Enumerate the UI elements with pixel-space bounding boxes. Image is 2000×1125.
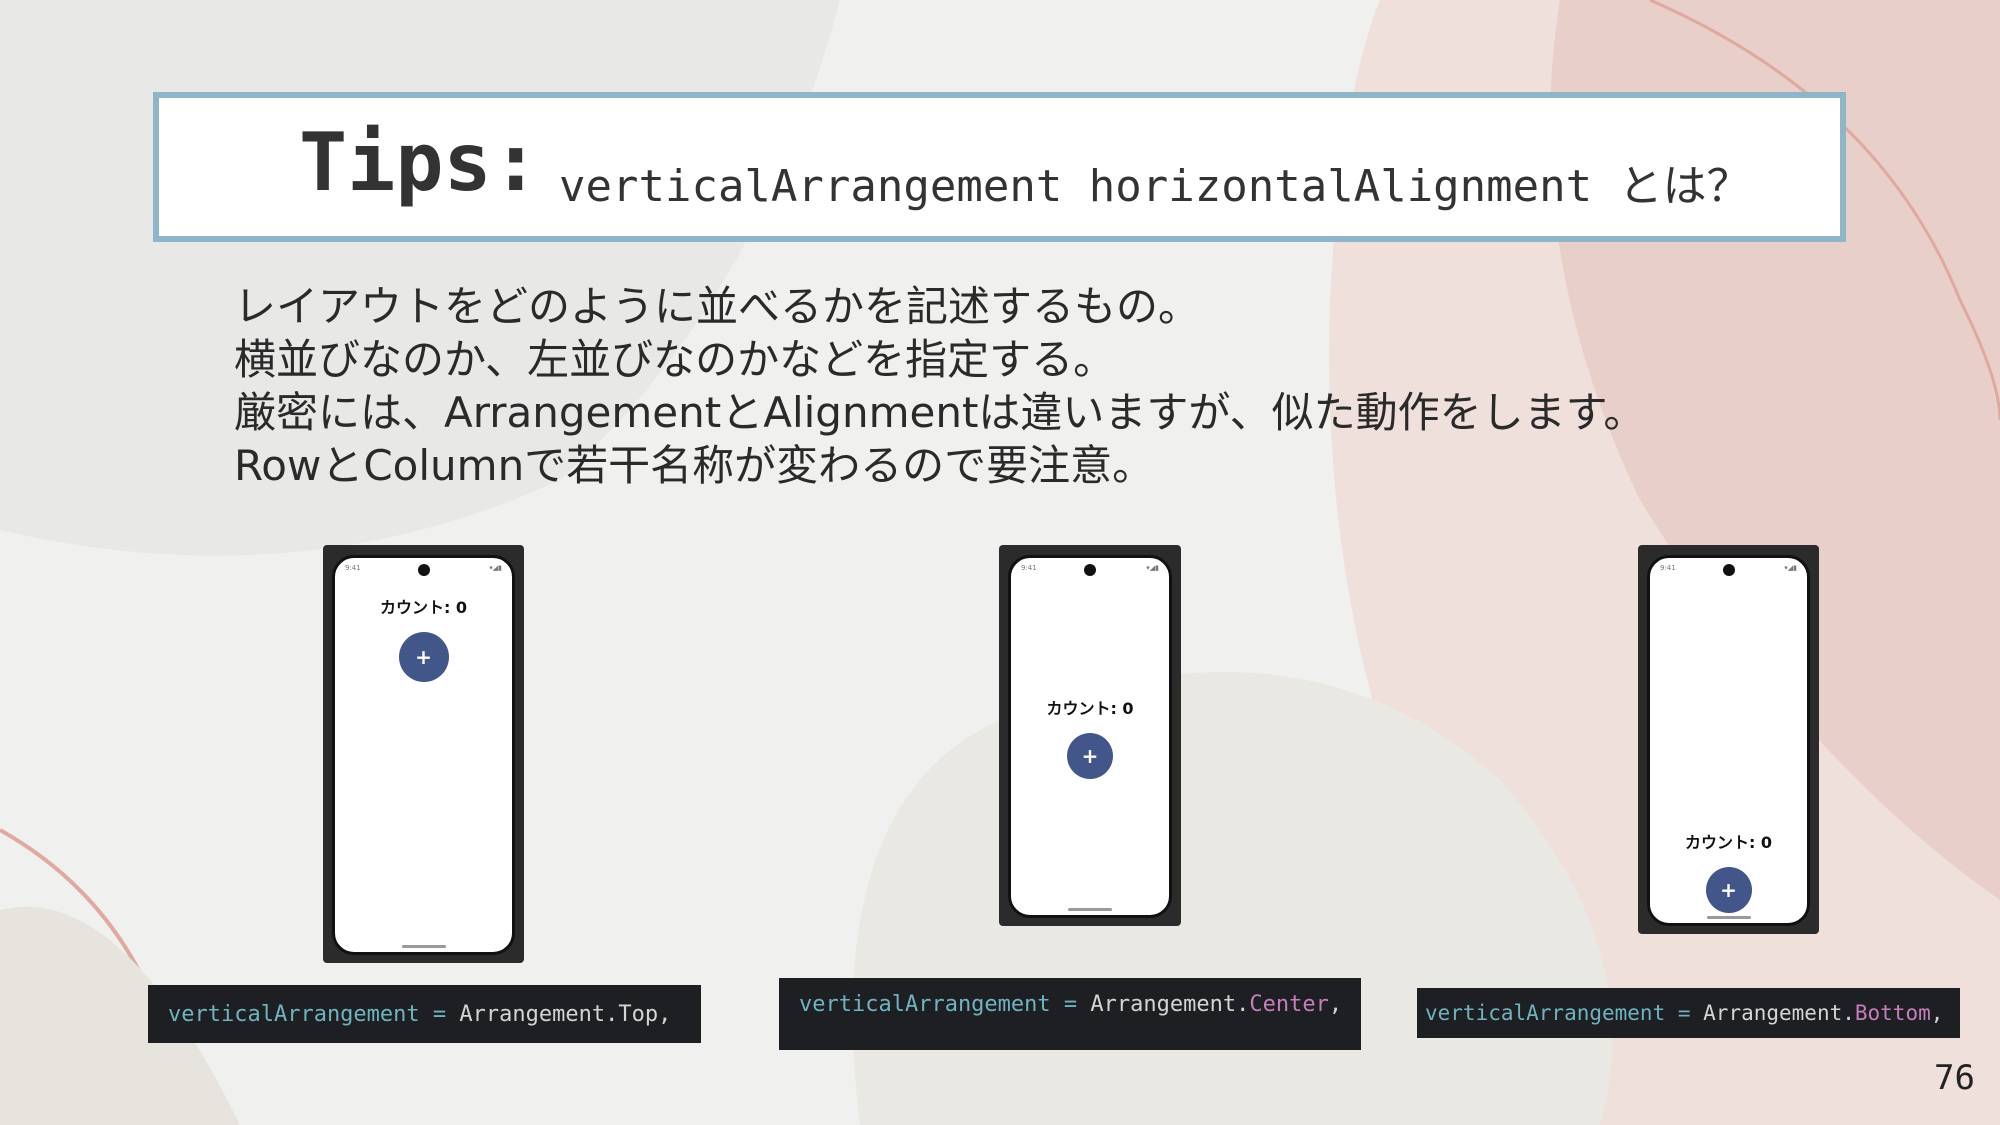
count-label: カウント: 0 bbox=[1046, 698, 1134, 718]
code-comma: , bbox=[1930, 1001, 1944, 1025]
phone-screen: 9:41 ▾◢▮ カウント: 0 + bbox=[1647, 555, 1810, 926]
add-button[interactable]: + bbox=[1705, 867, 1752, 913]
title-box: Tips: verticalArrangement horizontalAlig… bbox=[153, 92, 1846, 242]
code-value: Center bbox=[1249, 992, 1329, 1017]
code-snippet-center: verticalArrangement = Arrangement.Center… bbox=[779, 978, 1361, 1050]
camera-icon bbox=[417, 564, 430, 576]
phone-screen: 9:41 ▾◢▮ カウント: 0 + bbox=[332, 555, 515, 955]
home-indicator bbox=[1068, 908, 1112, 911]
add-button[interactable]: + bbox=[398, 632, 449, 682]
body-line: 横並びなのか、左並びなのかなどを指定する。 bbox=[234, 335, 1116, 384]
code-value: Bottom bbox=[1854, 1001, 1931, 1025]
code-object: Arrangement. bbox=[1090, 992, 1250, 1017]
code-operator: = bbox=[1050, 992, 1091, 1017]
code-operator: = bbox=[1665, 1001, 1704, 1025]
title-subtitle: verticalArrangement horizontalAlignment … bbox=[559, 161, 1751, 212]
phone-top: 9:41 ▾◢▮ カウント: 0 + bbox=[323, 545, 524, 963]
status-time: 9:41 bbox=[1021, 564, 1037, 572]
body-text: レイアウトをどのように並べるかを記述するもの。 横並びなのか、左並びなのかなどを… bbox=[234, 280, 1645, 492]
home-indicator bbox=[1706, 916, 1751, 919]
signal-icon: ▾◢▮ bbox=[1784, 564, 1797, 572]
phone-center: 9:41 ▾◢▮ カウント: 0 + bbox=[999, 545, 1181, 926]
code-property: verticalArrangement bbox=[1425, 1001, 1666, 1025]
home-indicator bbox=[401, 945, 446, 948]
phone-bottom: 9:41 ▾◢▮ カウント: 0 + bbox=[1638, 545, 1819, 934]
code-snippet-top: verticalArrangement = Arrangement.Top, bbox=[148, 985, 701, 1043]
body-line: レイアウトをどのように並べるかを記述するもの。 bbox=[234, 282, 1201, 331]
tips-heading: Tips: bbox=[299, 116, 540, 209]
count-label: カウント: 0 bbox=[1684, 833, 1773, 852]
signal-icon: ▾◢▮ bbox=[489, 564, 502, 572]
code-property: verticalArrangement bbox=[168, 1001, 420, 1027]
code-operator: = bbox=[419, 1001, 460, 1027]
phone-screen: 9:41 ▾◢▮ カウント: 0 + bbox=[1008, 555, 1172, 918]
code-comma: , bbox=[1328, 992, 1343, 1017]
status-time: 9:41 bbox=[1660, 564, 1676, 572]
body-line: RowとColumnで若干名称が変わるので要注意。 bbox=[234, 441, 1155, 490]
camera-icon bbox=[1084, 564, 1096, 576]
status-time: 9:41 bbox=[345, 564, 361, 572]
code-object: Arrangement. bbox=[1703, 1001, 1855, 1025]
camera-icon bbox=[1722, 564, 1735, 576]
add-button[interactable]: + bbox=[1067, 732, 1113, 779]
signal-icon: ▾◢▮ bbox=[1146, 564, 1159, 572]
body-line: 厳密には、ArrangementとAlignmentは違いますが、似た動作をしま… bbox=[234, 388, 1646, 437]
code-property: verticalArrangement bbox=[799, 992, 1051, 1017]
count-label: カウント: 0 bbox=[379, 598, 468, 617]
code-comma: , bbox=[658, 1001, 672, 1027]
code-object: Arrangement. bbox=[459, 1001, 619, 1027]
page-number: 76 bbox=[1934, 1058, 1975, 1098]
code-snippet-bottom: verticalArrangement = Arrangement.Bottom… bbox=[1417, 988, 1960, 1038]
code-value: Top bbox=[618, 1001, 659, 1027]
